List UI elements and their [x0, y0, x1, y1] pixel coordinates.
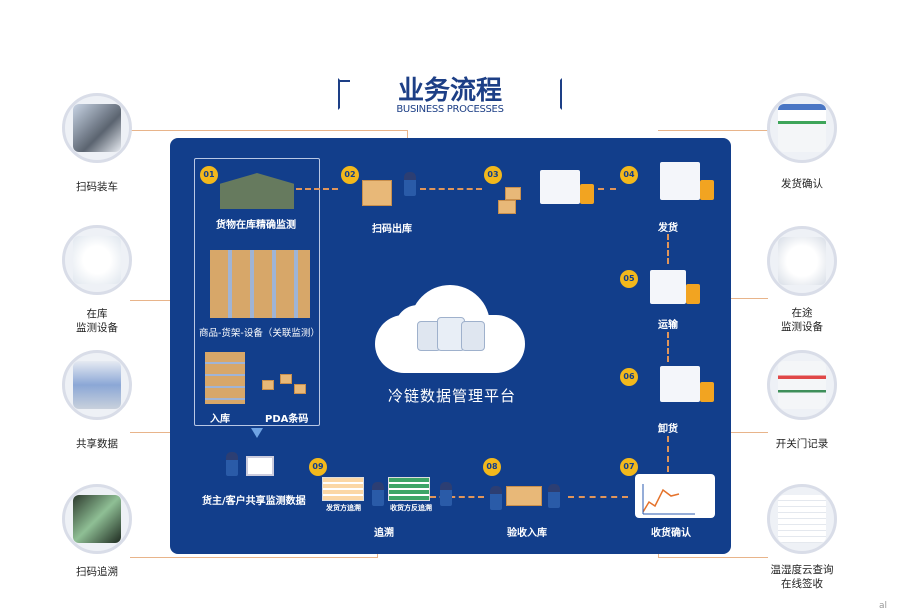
box-icon	[498, 200, 516, 214]
truck-icon	[650, 270, 686, 304]
vehicle-device-photo	[767, 226, 837, 296]
truck-icon	[540, 170, 580, 204]
step-badge-03: 03	[484, 166, 502, 184]
connector-line	[658, 557, 768, 558]
step-label-01: 货物在库精确监测	[216, 220, 296, 231]
receiver-trace-label: 收货方反追溯	[390, 504, 432, 512]
cloud-query-screen-photo	[767, 484, 837, 554]
step-label-05: 运输	[658, 320, 678, 331]
sender-trace-label: 发货方追溯	[326, 504, 361, 512]
warehouse-group-frame	[194, 158, 320, 426]
left-label-share-data: 共享数据	[76, 438, 118, 450]
app-screen-photo	[767, 93, 837, 163]
shelf-label: 商品-货架-设备（关联监测）	[199, 328, 320, 339]
flow-arrow	[667, 436, 669, 472]
left-label-scan-trace: 扫码追溯	[76, 566, 118, 578]
shelves-icon	[210, 250, 310, 318]
connector-line	[130, 557, 378, 558]
pda-label: PDA条码	[265, 414, 309, 425]
step-label-08: 验收入库	[507, 528, 547, 539]
down-arrow-icon	[251, 428, 263, 438]
right-label-cloud-query: 温湿度云查询 在线签收	[770, 564, 834, 590]
pda-workers-icon	[258, 370, 308, 398]
worker-icon	[548, 484, 560, 508]
temperature-chart-card	[635, 474, 715, 518]
truck-icon	[660, 366, 700, 402]
connector-line	[658, 130, 768, 131]
step-badge-08: 08	[483, 458, 501, 476]
flow-arrow	[296, 188, 338, 190]
right-label-door-record: 开关门记录	[775, 438, 829, 450]
flow-arrow	[430, 496, 484, 498]
truck-cab-icon	[700, 180, 714, 200]
flow-arrow	[598, 188, 616, 190]
box-icon	[362, 180, 392, 206]
step-label-06: 卸货	[658, 424, 678, 435]
step-label-02: 扫码出库	[372, 224, 412, 235]
truck-cab-icon	[700, 382, 714, 402]
watermark: al	[879, 601, 888, 611]
box-icon	[505, 187, 521, 200]
flow-arrow	[420, 188, 482, 190]
cloud-icon	[375, 285, 525, 373]
page-subtitle: BUSINESS PROCESSES	[396, 104, 504, 115]
step-label-09: 追溯	[374, 528, 394, 539]
worker-icon	[372, 482, 384, 506]
receiver-trace-card	[388, 477, 430, 501]
laptop-dashboard-photo	[62, 350, 132, 420]
pallet-boxes-icon	[506, 486, 542, 506]
right-label-transit-device: 在途 监测设备	[781, 307, 823, 333]
flow-arrow	[568, 496, 628, 498]
inbound-shelf-icon	[205, 352, 245, 404]
truck-cab-icon	[686, 284, 700, 304]
worker-icon	[226, 452, 238, 476]
door-record-screen-photo	[767, 350, 837, 420]
flow-arrow	[667, 234, 669, 264]
title-mask	[380, 70, 520, 106]
worker-icon	[440, 482, 452, 506]
left-label-scan-load: 扫码装车	[76, 181, 118, 193]
left-label-storage-device: 在库 监测设备	[76, 308, 118, 334]
truck-cab-icon	[580, 184, 594, 204]
step-badge-01: 01	[200, 166, 218, 184]
step-label-04: 发货	[658, 223, 678, 234]
step-badge-06: 06	[620, 368, 638, 386]
truck-icon	[660, 162, 700, 200]
pda-scanner-photo	[62, 93, 132, 163]
title-frame	[338, 78, 562, 110]
step-label-07: 收货确认	[651, 528, 691, 539]
right-label-ship-confirm: 发货确认	[781, 178, 823, 190]
connector-line	[130, 130, 408, 131]
worker-icon	[404, 172, 416, 196]
share-label: 货主/客户共享监测数据	[202, 496, 306, 507]
step-badge-04: 04	[620, 166, 638, 184]
step-badge-09: 09	[309, 458, 327, 476]
worker-icon	[490, 486, 502, 510]
page-title: 业务流程	[397, 76, 502, 106]
inbound-label: 入库	[210, 414, 230, 425]
sender-trace-card	[322, 477, 364, 501]
step-badge-02: 02	[341, 166, 359, 184]
temperature-curve-icon	[642, 484, 695, 515]
sensor-device-photo	[62, 225, 132, 295]
flow-arrow	[667, 332, 669, 362]
cloud-platform-label: 冷链数据管理平台	[388, 387, 517, 405]
monitor-icon	[246, 456, 274, 476]
step-badge-07: 07	[620, 458, 638, 476]
qr-scan-photo	[62, 484, 132, 554]
step-badge-05: 05	[620, 270, 638, 288]
